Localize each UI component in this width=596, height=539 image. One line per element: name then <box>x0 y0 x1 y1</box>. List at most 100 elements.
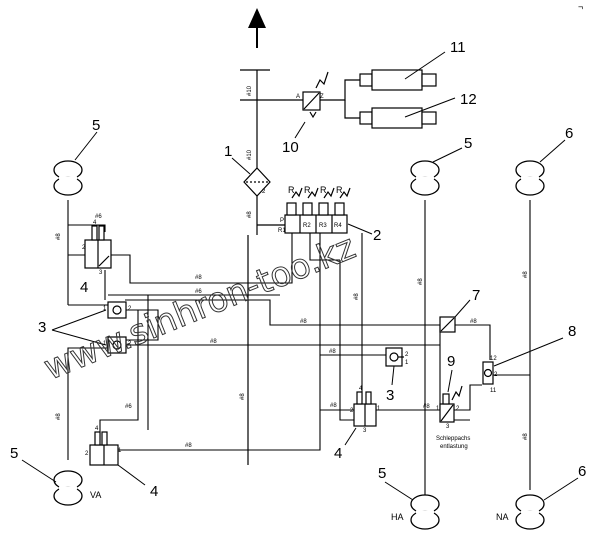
v8-port-11: 11 <box>490 388 497 394</box>
pipe-label-6a: #6 <box>95 214 102 220</box>
callout-6b: 6 <box>578 463 586 480</box>
pipe-label-8j: #8 <box>330 403 337 409</box>
port-r2: R2 <box>303 223 311 229</box>
leader-12 <box>404 97 456 118</box>
callout-3a: 3 <box>38 319 46 336</box>
check-valve-3a <box>107 301 127 319</box>
leader-6a <box>539 139 566 163</box>
port-r-4: R <box>336 185 343 195</box>
air-spring-icon <box>52 469 84 507</box>
callout-4b: 4 <box>334 445 342 462</box>
pipe-label-10a: #10 <box>247 85 253 96</box>
pipe-label-8b: #8 <box>56 233 62 240</box>
air-spring-icon <box>409 159 441 197</box>
leader-1 <box>231 157 251 175</box>
pipe-label-8e: #8 <box>210 339 217 345</box>
v8-port-2: 2 <box>494 372 498 378</box>
leader-5b <box>432 147 463 163</box>
pipe-label-6c: #6 <box>125 404 132 410</box>
check-valve-3c <box>385 347 404 367</box>
callout-9: 9 <box>447 353 455 370</box>
callout-5d: 5 <box>378 465 386 482</box>
v4-bl-port-4: 4 <box>95 426 99 432</box>
pipe-label-8m: #8 <box>423 404 430 410</box>
port-a: A <box>296 94 300 100</box>
check-valve-3b <box>107 336 127 354</box>
callout-11: 11 <box>450 39 466 56</box>
v4-bc-port-2: 2 <box>350 408 354 414</box>
note-line-1: Schleppachs <box>436 436 470 442</box>
axle-label-ha: HA <box>391 512 404 522</box>
arrow-up-icon <box>248 8 266 48</box>
leader-5a <box>74 131 98 161</box>
v9-port-2: 2 <box>456 406 460 412</box>
pipe-label-8n: #8 <box>523 271 529 278</box>
pipe-label-8p: #8 <box>418 278 424 285</box>
leader-6b <box>543 477 579 501</box>
callout-2: 2 <box>373 227 381 244</box>
leader-5d <box>384 481 414 501</box>
callout-8: 8 <box>568 323 576 340</box>
pipe-label-8l: #8 <box>470 319 477 325</box>
pipe-label-8k: #8 <box>354 293 360 300</box>
valve-4-bottom-left <box>89 431 119 466</box>
leader-4c <box>117 464 146 486</box>
pipe-label-8g: #8 <box>185 443 192 449</box>
pipe-label-8d: #8 <box>300 319 307 325</box>
leader-7 <box>454 299 471 318</box>
callout-3b: 3 <box>386 387 394 404</box>
air-spring-icon <box>52 159 84 197</box>
v9-port-3: 3 <box>446 424 450 430</box>
port-r-3: R <box>320 185 327 195</box>
cv3c-port-1: 1 <box>405 360 409 366</box>
cylinder-12 <box>359 107 437 129</box>
callout-10: 10 <box>282 139 299 156</box>
leader-4b <box>344 427 357 446</box>
v4-top-port-4: 4 <box>93 220 97 226</box>
callout-4a: 4 <box>80 279 88 296</box>
pipe-label-10b: #10 <box>247 149 253 160</box>
leader-11 <box>404 51 446 80</box>
port-r1: R1 <box>278 228 286 234</box>
callout-7: 7 <box>472 287 480 304</box>
filter-port-2: 2 <box>262 189 266 195</box>
leader-3c <box>391 365 395 386</box>
cv3c-port-2: 2 <box>405 352 409 358</box>
air-spring-icon <box>409 493 441 531</box>
leader-3a <box>51 309 107 331</box>
port-p: P <box>280 218 284 224</box>
main-supply-line <box>240 69 310 465</box>
v4-bl-port-2: 2 <box>85 451 89 457</box>
cv3a-port-2: 2 <box>128 306 132 312</box>
cv3a-port-1: 1 <box>103 306 107 312</box>
v4-bl-port-1: 1 <box>118 448 122 454</box>
v4-bc-port-3: 3 <box>363 428 367 434</box>
callout-5a: 5 <box>92 117 100 134</box>
valve-7 <box>439 316 456 333</box>
callout-12: 12 <box>460 91 477 108</box>
pipe-label-8c: #8 <box>195 275 202 281</box>
note-line-2: entlastung <box>440 444 468 450</box>
port-r-1: R <box>288 185 295 195</box>
v4-top-port-3: 3 <box>99 270 103 276</box>
leader-10 <box>294 121 306 139</box>
v4-top-port-2: 2 <box>82 245 86 251</box>
v4-bc-port-1: 1 <box>377 406 381 412</box>
callout-6a: 6 <box>565 125 573 142</box>
port-r-2: R <box>304 185 311 195</box>
pipe-label-6b: #6 <box>195 289 202 295</box>
callout-4c: 4 <box>150 483 158 500</box>
axle-label-na: NA <box>496 512 509 522</box>
callout-5b: 5 <box>464 135 472 152</box>
v8-port-12: 12 <box>490 356 497 362</box>
pipe-label-8o: #8 <box>523 433 529 440</box>
v9-port-1: 1 <box>436 406 440 412</box>
pipe-label-8h: #8 <box>240 393 246 400</box>
valve-9 <box>439 385 463 423</box>
cv3b-port-2: 2 <box>128 341 132 347</box>
callout-1: 1 <box>224 143 232 160</box>
port-z: Z <box>320 94 324 100</box>
piping-network <box>67 200 531 495</box>
leader-9 <box>447 369 453 393</box>
